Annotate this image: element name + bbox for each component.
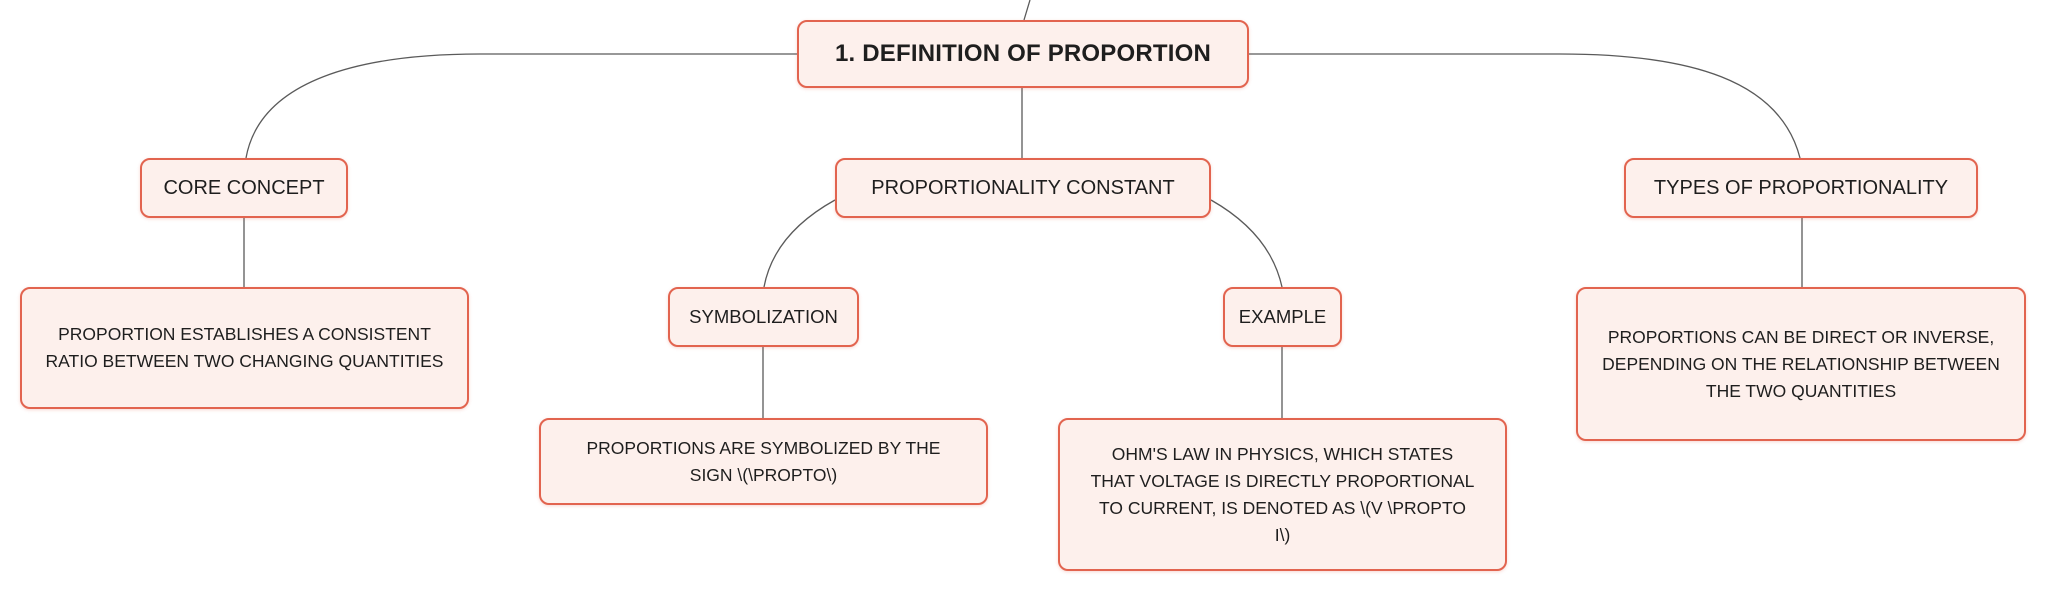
node-example-detail-text: OHM'S LAW IN PHYSICS, WHICH STATES THAT … [1090, 443, 1475, 545]
node-types-of-proportionality[interactable]: TYPES OF PROPORTIONALITY [1624, 158, 1978, 218]
connector-root-core-concept [245, 53, 797, 159]
node-core-concept-label: CORE CONCEPT [163, 176, 325, 199]
node-core-concept[interactable]: CORE CONCEPT [140, 158, 348, 218]
node-example-label: EXAMPLE [1238, 306, 1327, 327]
root-node-label: 1. DEFINITION OF PROPORTION [834, 40, 1212, 67]
node-proportionality-constant[interactable]: PROPORTIONALITY CONSTANT [835, 158, 1211, 218]
connector-constant-example [1210, 199, 1283, 288]
node-proportionality-constant-label: PROPORTIONALITY CONSTANT [871, 176, 1175, 199]
node-example[interactable]: EXAMPLE [1223, 287, 1342, 347]
node-types-label: TYPES OF PROPORTIONALITY [1653, 176, 1949, 199]
node-core-concept-detail-text: PROPORTION ESTABLISHES A CONSISTENT RATI… [45, 324, 444, 371]
connector-root-types [1249, 53, 1801, 159]
node-types-detail-text: PROPORTIONS CAN BE DIRECT OR INVERSE, DE… [1602, 326, 2000, 401]
node-symbolization-detail-text: PROPORTIONS ARE SYMBOLIZED BY THE SIGN \… [586, 437, 941, 485]
node-core-concept-detail[interactable]: PROPORTION ESTABLISHES A CONSISTENT RATI… [20, 287, 469, 409]
connector-constant-symbolization [763, 199, 836, 288]
node-symbolization[interactable]: SYMBOLIZATION [668, 287, 859, 347]
root-node[interactable]: 1. DEFINITION OF PROPORTION [797, 20, 1249, 88]
node-symbolization-label: SYMBOLIZATION [689, 306, 838, 327]
node-types-detail[interactable]: PROPORTIONS CAN BE DIRECT OR INVERSE, DE… [1576, 287, 2026, 441]
node-symbolization-detail[interactable]: PROPORTIONS ARE SYMBOLIZED BY THE SIGN \… [539, 418, 988, 505]
node-example-detail[interactable]: OHM'S LAW IN PHYSICS, WHICH STATES THAT … [1058, 418, 1507, 571]
connector-root-parent [1023, 0, 1031, 21]
